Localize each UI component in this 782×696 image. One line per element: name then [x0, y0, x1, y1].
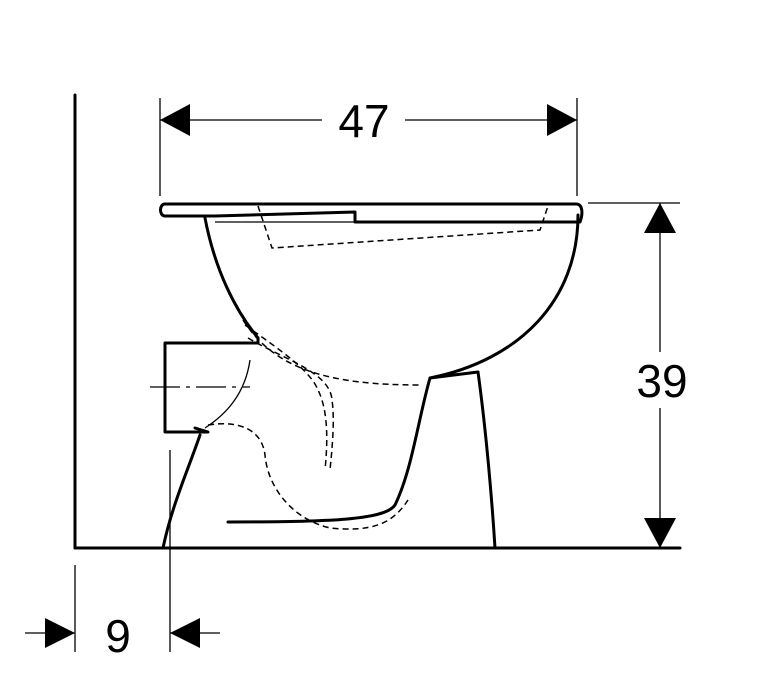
- width-arrow-right: [547, 104, 577, 136]
- rim: [159, 202, 584, 224]
- pedestal: [476, 370, 497, 550]
- toilet-outline: [159, 202, 584, 550]
- height-dimension: 39: [588, 202, 688, 548]
- wall-and-floor: [73, 93, 682, 550]
- offset-arrow-left: [45, 618, 75, 648]
- height-label: 39: [636, 355, 687, 407]
- trap-lower: [207, 423, 409, 530]
- width-dimension: 47: [159, 95, 578, 196]
- trap-outer: [247, 337, 335, 471]
- construction-lines: [150, 221, 355, 429]
- bowl-inner: [242, 319, 421, 386]
- front-foot: [161, 433, 202, 550]
- outlet-curve: [204, 359, 251, 429]
- offset-arrow-right: [170, 618, 200, 648]
- height-arrow-top: [644, 203, 676, 233]
- height-arrow-bottom: [644, 518, 676, 548]
- width-label: 47: [338, 95, 389, 147]
- bowl-outer: [428, 213, 580, 380]
- bowl-left: [203, 216, 260, 340]
- offset-dimension: 9: [25, 450, 220, 662]
- hidden-lines: [207, 205, 549, 530]
- rim-channel: [257, 205, 549, 249]
- trap-inner: [244, 324, 328, 471]
- pedestal-inner: [226, 376, 432, 524]
- offset-label: 9: [105, 610, 131, 662]
- width-arrow-left: [160, 104, 190, 136]
- outlet-spigot: [163, 336, 260, 434]
